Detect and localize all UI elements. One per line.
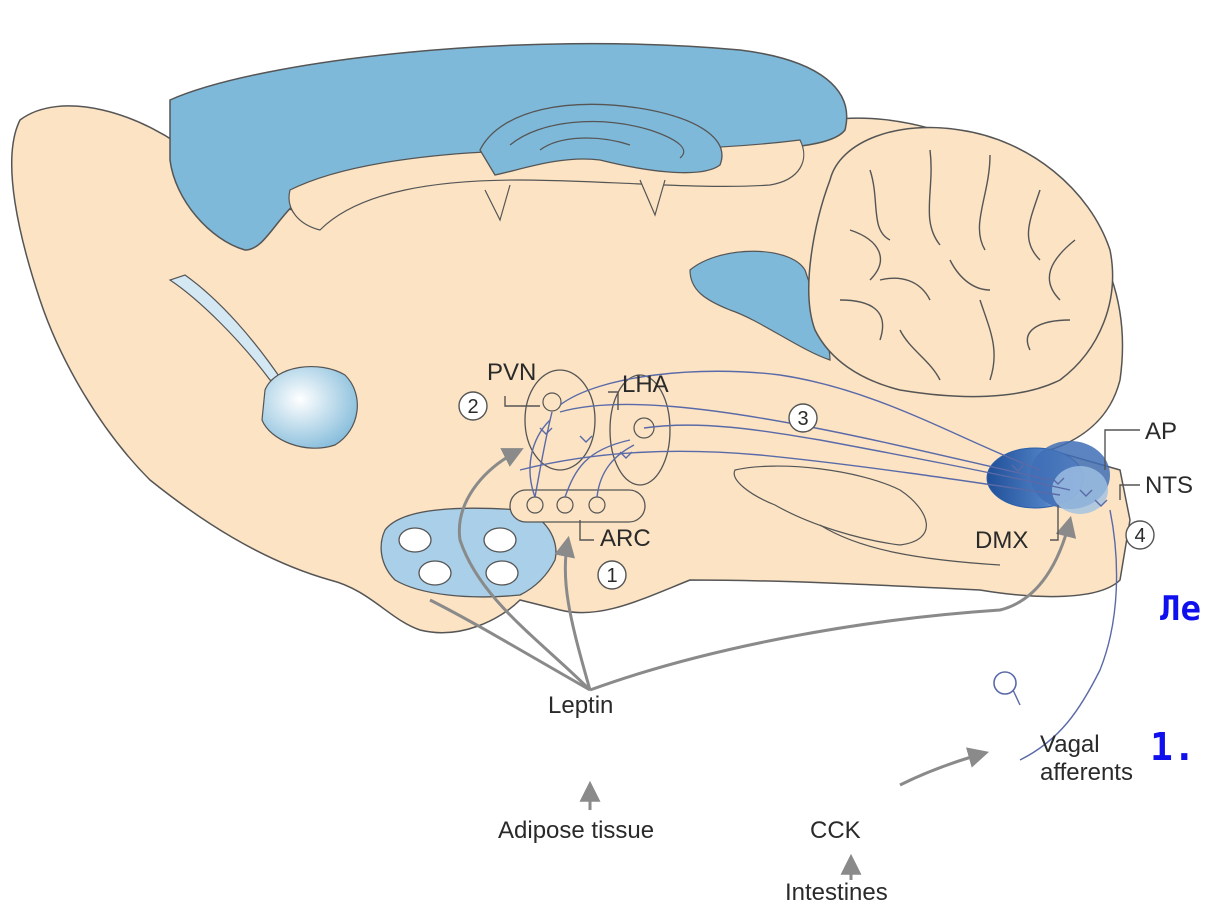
label-adipose-tissue: Adipose tissue <box>498 817 654 844</box>
label-nts: NTS <box>1145 472 1193 499</box>
marker-4: 4 <box>1126 521 1154 549</box>
label-vagal: Vagal <box>1040 731 1100 758</box>
pvn-neuron <box>543 393 561 411</box>
label-pvn: PVN <box>487 359 536 386</box>
label-cck: CCK <box>810 817 861 844</box>
label-arc: ARC <box>600 525 651 552</box>
label-afferents: afferents <box>1040 759 1133 786</box>
slide-list-fragment: 1. <box>1150 725 1196 769</box>
marker-2: 2 <box>459 392 487 420</box>
marker-3: 3 <box>789 404 817 432</box>
cerebellum <box>809 127 1113 396</box>
septal-blob <box>262 367 357 449</box>
label-intestines: Intestines <box>785 879 888 906</box>
marker-3-text: 3 <box>797 408 808 430</box>
arc-neurons <box>527 497 605 513</box>
marker-4-text: 4 <box>1134 525 1145 547</box>
vagal-neuron-stem <box>1013 690 1020 705</box>
marker-2-text: 2 <box>467 396 478 418</box>
marker-1-text: 1 <box>606 565 617 587</box>
label-lha: LHA <box>622 371 669 398</box>
label-ap: AP <box>1145 418 1177 445</box>
label-dmx: DMX <box>975 527 1028 554</box>
label-leptin: Leptin <box>548 692 613 719</box>
marker-1: 1 <box>598 561 626 589</box>
slide-heading-fragment: Ле <box>1160 589 1201 629</box>
